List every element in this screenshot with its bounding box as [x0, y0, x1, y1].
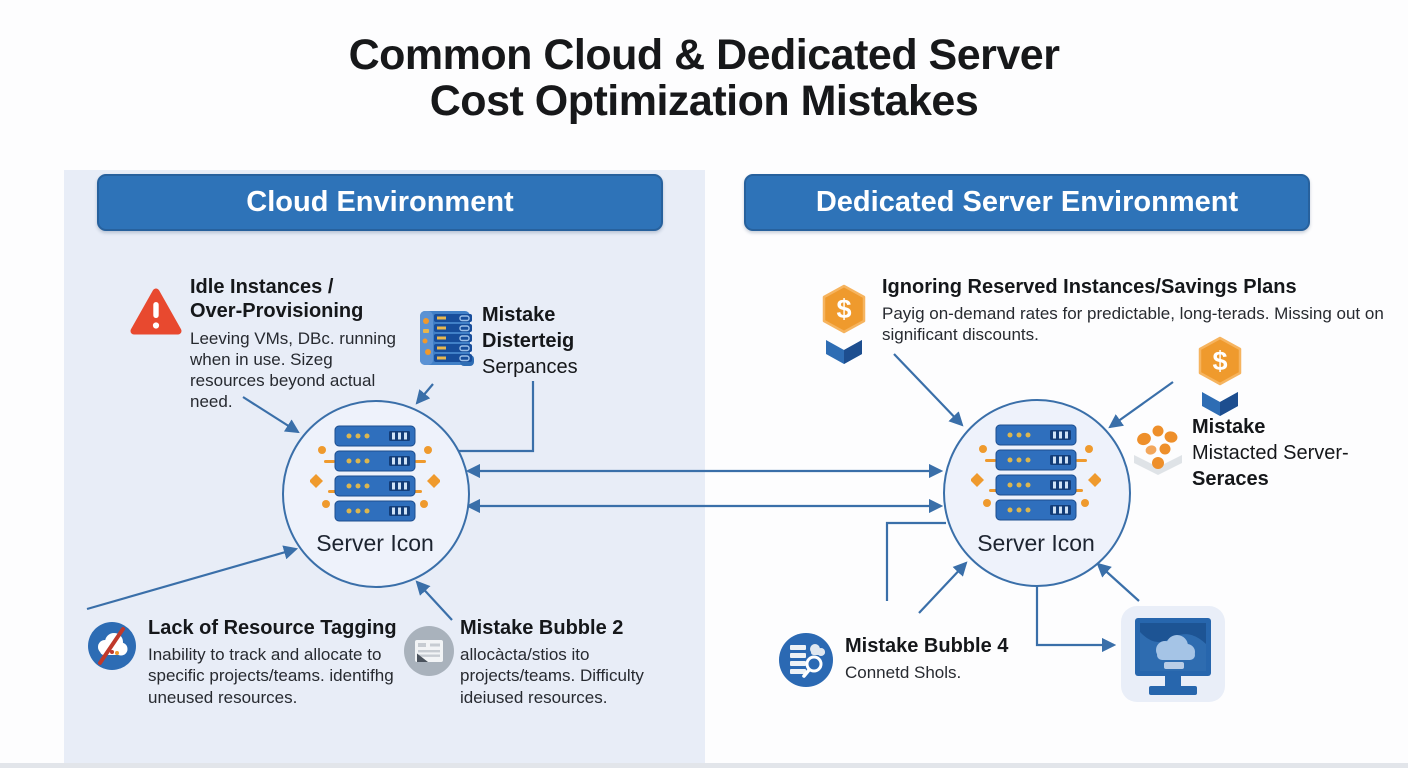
mini-server-rack-icon	[420, 311, 474, 366]
mistake-idle-title-line1: Idle Instances /	[190, 276, 334, 298]
cloud-slash-icon	[88, 622, 136, 670]
mistake-seraces-line3: Seraces	[1192, 468, 1269, 490]
mistake-reserved-title: Ignoring Reserved Instances/Savings Plan…	[882, 276, 1297, 298]
dollar-savings-icon: $	[822, 284, 866, 364]
arrow-monitor-to-server	[1096, 562, 1140, 602]
cloud-environment-header: Cloud Environment	[97, 174, 663, 231]
arrow-reserved-to-server	[893, 353, 964, 427]
dedicated-environment-header-label: Dedicated Server Environment	[815, 186, 1239, 218]
connector-server-to-monitor-elbow	[1035, 586, 1117, 653]
dedicated-environment-header: Dedicated Server Environment	[744, 174, 1310, 231]
dedicated-server-stack-icon	[971, 424, 1101, 521]
page-title-line1: Common Cloud & Dedicated Server	[348, 31, 1060, 79]
arrow-bubble4-to-server	[918, 561, 968, 614]
connector-disterteig-elbow	[458, 381, 535, 453]
server-search-icon	[779, 633, 833, 687]
mistake-disterteig-line2: Disterteig	[482, 330, 575, 352]
cloud-server-label: Server Icon	[316, 530, 434, 556]
arrow-idle-to-server	[242, 396, 300, 434]
mistake-idle-bubble: Idle Instances / Over-Provisioning Leevi…	[190, 275, 412, 412]
mistake-idle-title-line2: Over-Provisioning	[190, 300, 364, 323]
page-title: Common Cloud & Dedicated Server Cost Opt…	[0, 32, 1408, 125]
arrow-bubble2-to-server	[415, 580, 453, 621]
dollar-savings-icon-2: $	[1198, 336, 1242, 416]
mistake-tagging-bubble: Lack of Resource Tagging Inability to tr…	[148, 616, 414, 708]
mistake-seraces-line1: Mistake	[1192, 416, 1266, 438]
mistake-reserved-body: Payig on-demand rates for predictable, l…	[882, 304, 1384, 345]
svg-text:$: $	[836, 294, 851, 324]
mistake-tagging-title: Lack of Resource Tagging	[148, 617, 397, 639]
mistake-disterteig-line3: Serpances	[482, 356, 578, 378]
mistake-idle-body: Leeving VMs, DBc. running when in use. S…	[190, 328, 396, 412]
document-card-icon	[404, 626, 454, 676]
mistake-disterteig-line1: Mistake	[482, 304, 556, 326]
mistake-seraces-bubble: Mistake Mistacted Server- Seraces	[1192, 414, 1402, 492]
mistake-bubble2-title: Mistake Bubble 2	[460, 617, 624, 639]
mistake-reserved-bubble: Ignoring Reserved Instances/Savings Plan…	[882, 275, 1387, 346]
dedicated-server-label: Server Icon	[977, 530, 1095, 556]
svg-text:$: $	[1212, 346, 1227, 376]
mistake-bubble4-body: Connetd Shols.	[845, 663, 962, 683]
cloud-monitor-icon	[1121, 606, 1225, 702]
orange-cluster-icon	[1134, 425, 1182, 475]
mistake-bubble2: Mistake Bubble 2 allocàcta/stios ito pro…	[460, 616, 670, 708]
warning-triangle-icon	[130, 288, 182, 335]
page-title-line2: Cost Optimization Mistakes	[429, 77, 979, 126]
connector-server-to-bubble4-elbow	[885, 521, 946, 601]
arrow-seraces-to-server	[1108, 381, 1174, 429]
arrow-disterteig-to-server	[415, 383, 434, 405]
mistake-disterteig-bubble: Mistake Disterteig Serpances	[482, 302, 642, 380]
cloud-environment-header-label: Cloud Environment	[246, 186, 514, 218]
mistake-seraces-line2: Mistacted Server-	[1192, 442, 1349, 464]
mistake-bubble4-title: Mistake Bubble 4	[845, 635, 1009, 657]
mistake-bubble4: Mistake Bubble 4 Connetd Shols.	[845, 634, 1065, 683]
mistake-bubble2-body: allocàcta/stios ito projects/teams. Diff…	[460, 645, 644, 707]
cloud-server-stack-icon	[310, 425, 440, 522]
arrow-tagging-to-server	[86, 545, 299, 611]
mistake-tagging-body: Inability to track and allocate to speci…	[148, 645, 394, 707]
bottom-edge-strip	[0, 763, 1408, 768]
